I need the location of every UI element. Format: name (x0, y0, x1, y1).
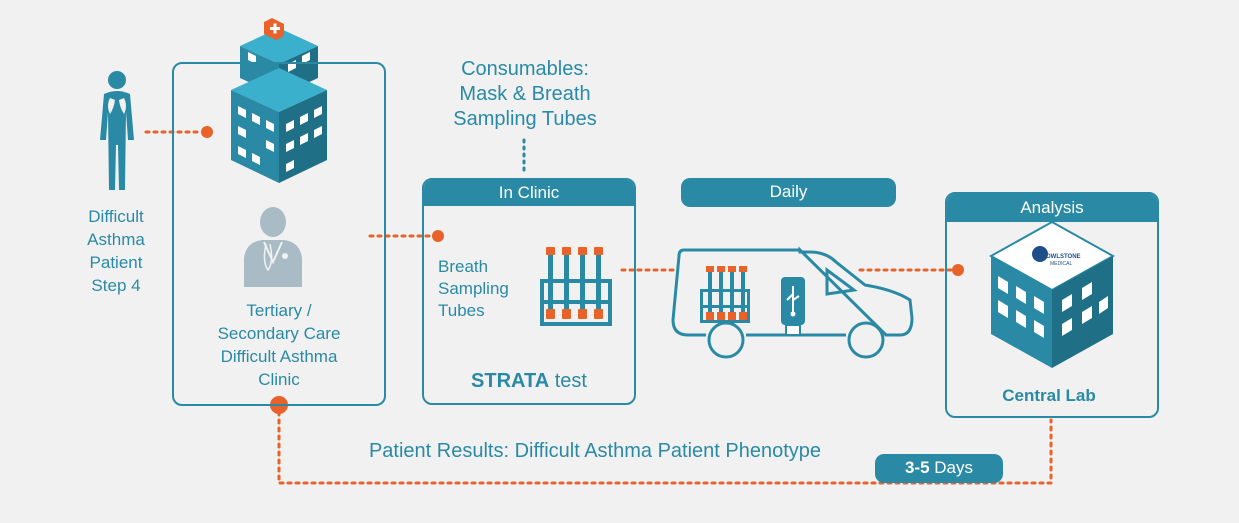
patient-silhouette-icon (100, 71, 134, 190)
connector-results-loop (277, 410, 1053, 485)
in-clinic-header: In Clinic (424, 180, 634, 206)
hospital-building-icon (231, 18, 327, 183)
days-badge-unit: Days (929, 458, 974, 477)
days-badge: 3-5 Days (875, 454, 1003, 483)
patient-results-label: Patient Results: Difficult Asthma Patien… (368, 440, 822, 462)
patient-label: Difficult Asthma Patient Step 4 (87, 207, 145, 295)
central-lab-label: Central Lab (1002, 386, 1096, 405)
strata-test-label: STRATA test (422, 369, 636, 393)
in-clinic-box: In Clinic (422, 178, 636, 405)
owlstone-medical-logo: OWLSTONE MEDICAL (1032, 246, 1081, 267)
analysis-box: Analysis (945, 192, 1159, 418)
van-tubes-rack-icon (700, 266, 750, 323)
daily-header: Daily (681, 178, 896, 207)
svg-text:OWLSTONE: OWLSTONE (1046, 254, 1081, 260)
clinic-box (172, 62, 386, 406)
clinic-label: Tertiary / Secondary Care Difficult Asth… (217, 301, 341, 389)
breath-tubes-label: Breath Sampling Tubes (438, 257, 509, 320)
tubes-rack-icon (540, 247, 612, 326)
strata-suffix: test (549, 370, 587, 392)
doctor-icon (244, 207, 302, 287)
consumables-label: Consumables: Mask & Breath Sampling Tube… (453, 58, 597, 130)
central-lab-building-icon: OWLSTONE MEDICAL (988, 220, 1116, 368)
svg-text:MEDICAL: MEDICAL (1050, 261, 1072, 267)
analysis-header: Analysis (947, 194, 1157, 222)
usb-stick-icon (781, 277, 805, 336)
strata-name: STRATA (471, 370, 550, 392)
days-badge-number: 3-5 (904, 458, 930, 477)
